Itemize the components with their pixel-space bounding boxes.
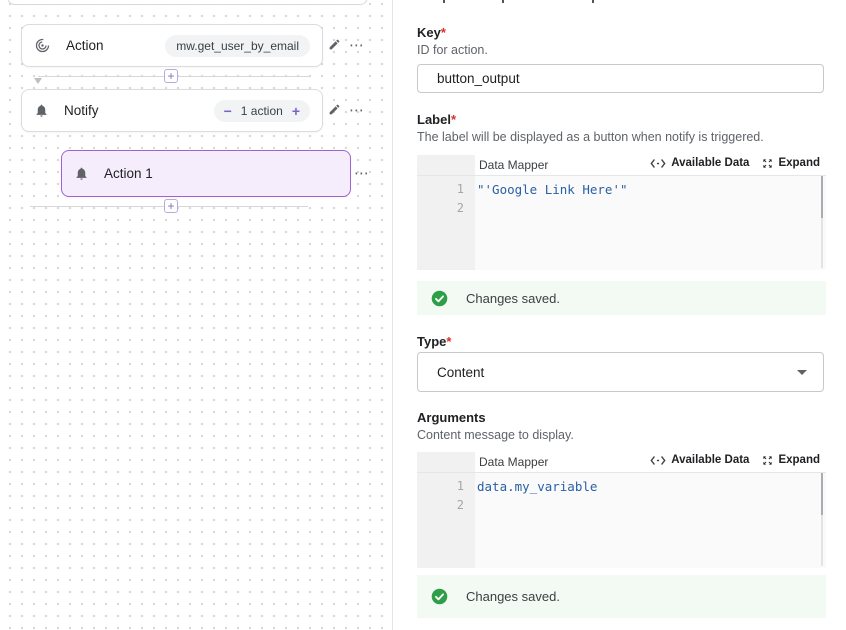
more-options-notify-button[interactable]: ⋯ bbox=[349, 102, 365, 119]
key-field-label: Key* bbox=[417, 25, 446, 40]
check-circle-icon bbox=[431, 290, 448, 307]
key-input[interactable] bbox=[417, 64, 824, 93]
editor-body[interactable]: 1 2 data.my_variable bbox=[417, 473, 826, 568]
step-config-panel: Key* ID for action. Label* The label wil… bbox=[394, 0, 846, 630]
required-asterisk: * bbox=[446, 334, 452, 349]
clipped-text-fragment bbox=[443, 0, 445, 3]
data-mapper-tab[interactable]: Data Mapper bbox=[479, 455, 549, 469]
node-notify[interactable]: Notify − 1 action + bbox=[21, 89, 323, 132]
label-data-mapper-editor: Data Mapper Available Data Expand bbox=[417, 155, 826, 270]
more-options-action-button[interactable]: ⋯ bbox=[349, 37, 365, 54]
more-options-action-1-button[interactable]: ⋯ bbox=[354, 165, 370, 182]
expand-editor-button[interactable]: Expand bbox=[762, 454, 820, 466]
decrement-action-button[interactable]: − bbox=[223, 102, 232, 119]
code-brackets-icon bbox=[650, 455, 666, 465]
arguments-field-help: Content message to display. bbox=[417, 428, 574, 442]
clipped-text-fragment bbox=[592, 0, 594, 3]
label-field-help: The label will be displayed as a button … bbox=[417, 130, 764, 144]
code-line[interactable]: "'Google Link Here'" bbox=[477, 182, 628, 197]
add-step-button[interactable]: + bbox=[164, 69, 178, 83]
notify-action-counter: − 1 action + bbox=[213, 99, 310, 122]
code-area[interactable]: "'Google Link Here'" bbox=[477, 180, 816, 199]
changes-saved-text: Changes saved. bbox=[466, 290, 560, 306]
editor-gutter: 1 2 bbox=[417, 473, 475, 568]
arguments-field-label: Arguments bbox=[417, 410, 486, 425]
clipped-text-fragment bbox=[502, 0, 504, 3]
offscreen-node-edge bbox=[7, 0, 368, 5]
expand-editor-button[interactable]: Expand bbox=[762, 157, 820, 169]
node-action[interactable]: Action mw.get_user_by_email bbox=[21, 24, 323, 67]
node-action-chip[interactable]: mw.get_user_by_email bbox=[165, 34, 310, 57]
edit-notify-button[interactable] bbox=[328, 103, 341, 116]
edit-action-button[interactable] bbox=[328, 38, 341, 51]
editor-scrollbar-thumb[interactable] bbox=[821, 176, 823, 218]
node-action-1[interactable]: Action 1 bbox=[61, 150, 351, 197]
bell-icon bbox=[34, 103, 49, 118]
chevron-down-icon bbox=[797, 369, 807, 375]
editor-gutter-header bbox=[417, 452, 475, 472]
available-data-button[interactable]: Available Data bbox=[650, 454, 749, 466]
increment-action-button[interactable]: + bbox=[291, 102, 300, 119]
required-asterisk: * bbox=[450, 112, 457, 127]
pencil-icon bbox=[329, 39, 340, 50]
key-field-help: ID for action. bbox=[417, 43, 488, 57]
check-circle-icon bbox=[431, 588, 448, 605]
editor-scrollbar-thumb[interactable] bbox=[821, 473, 823, 515]
bell-icon bbox=[74, 166, 89, 181]
editor-body[interactable]: 1 2 "'Google Link Here'" bbox=[417, 176, 826, 270]
workflow-canvas[interactable]: Action mw.get_user_by_email ⋯ + Notify −… bbox=[0, 0, 393, 630]
expand-icon bbox=[763, 158, 773, 168]
pencil-icon bbox=[329, 104, 340, 115]
expand-icon bbox=[763, 455, 773, 465]
action-count-label: 1 action bbox=[240, 103, 283, 118]
editor-header: Data Mapper Available Data Expand bbox=[417, 155, 826, 176]
editor-gutter: 1 2 bbox=[417, 176, 475, 270]
node-action-1-label: Action 1 bbox=[104, 166, 153, 181]
available-data-button[interactable]: Available Data bbox=[650, 157, 749, 169]
connector-arrow-icon bbox=[34, 78, 42, 84]
changes-saved-banner: Changes saved. bbox=[417, 281, 826, 315]
node-action-label: Action bbox=[66, 38, 104, 53]
editor-gutter-header bbox=[417, 155, 475, 175]
editor-scrollbar[interactable] bbox=[821, 176, 823, 268]
type-field-label: Type* bbox=[417, 334, 452, 349]
label-field-label: Label* bbox=[417, 112, 457, 127]
changes-saved-text: Changes saved. bbox=[466, 589, 560, 604]
data-mapper-tab[interactable]: Data Mapper bbox=[479, 158, 549, 172]
code-brackets-icon bbox=[650, 158, 666, 168]
type-select-value: Content bbox=[437, 364, 485, 380]
editor-header: Data Mapper Available Data Expand bbox=[417, 452, 826, 473]
spiral-icon bbox=[34, 37, 51, 54]
add-nested-step-button[interactable]: + bbox=[164, 199, 178, 213]
type-select[interactable]: Content bbox=[417, 352, 824, 392]
editor-scrollbar[interactable] bbox=[821, 473, 823, 566]
node-notify-label: Notify bbox=[64, 103, 99, 118]
changes-saved-banner: Changes saved. bbox=[417, 575, 826, 618]
code-area[interactable]: data.my_variable bbox=[477, 477, 816, 496]
required-asterisk: * bbox=[440, 25, 446, 40]
arguments-data-mapper-editor: Data Mapper Available Data Expand bbox=[417, 452, 826, 568]
code-line[interactable]: data.my_variable bbox=[477, 479, 598, 494]
